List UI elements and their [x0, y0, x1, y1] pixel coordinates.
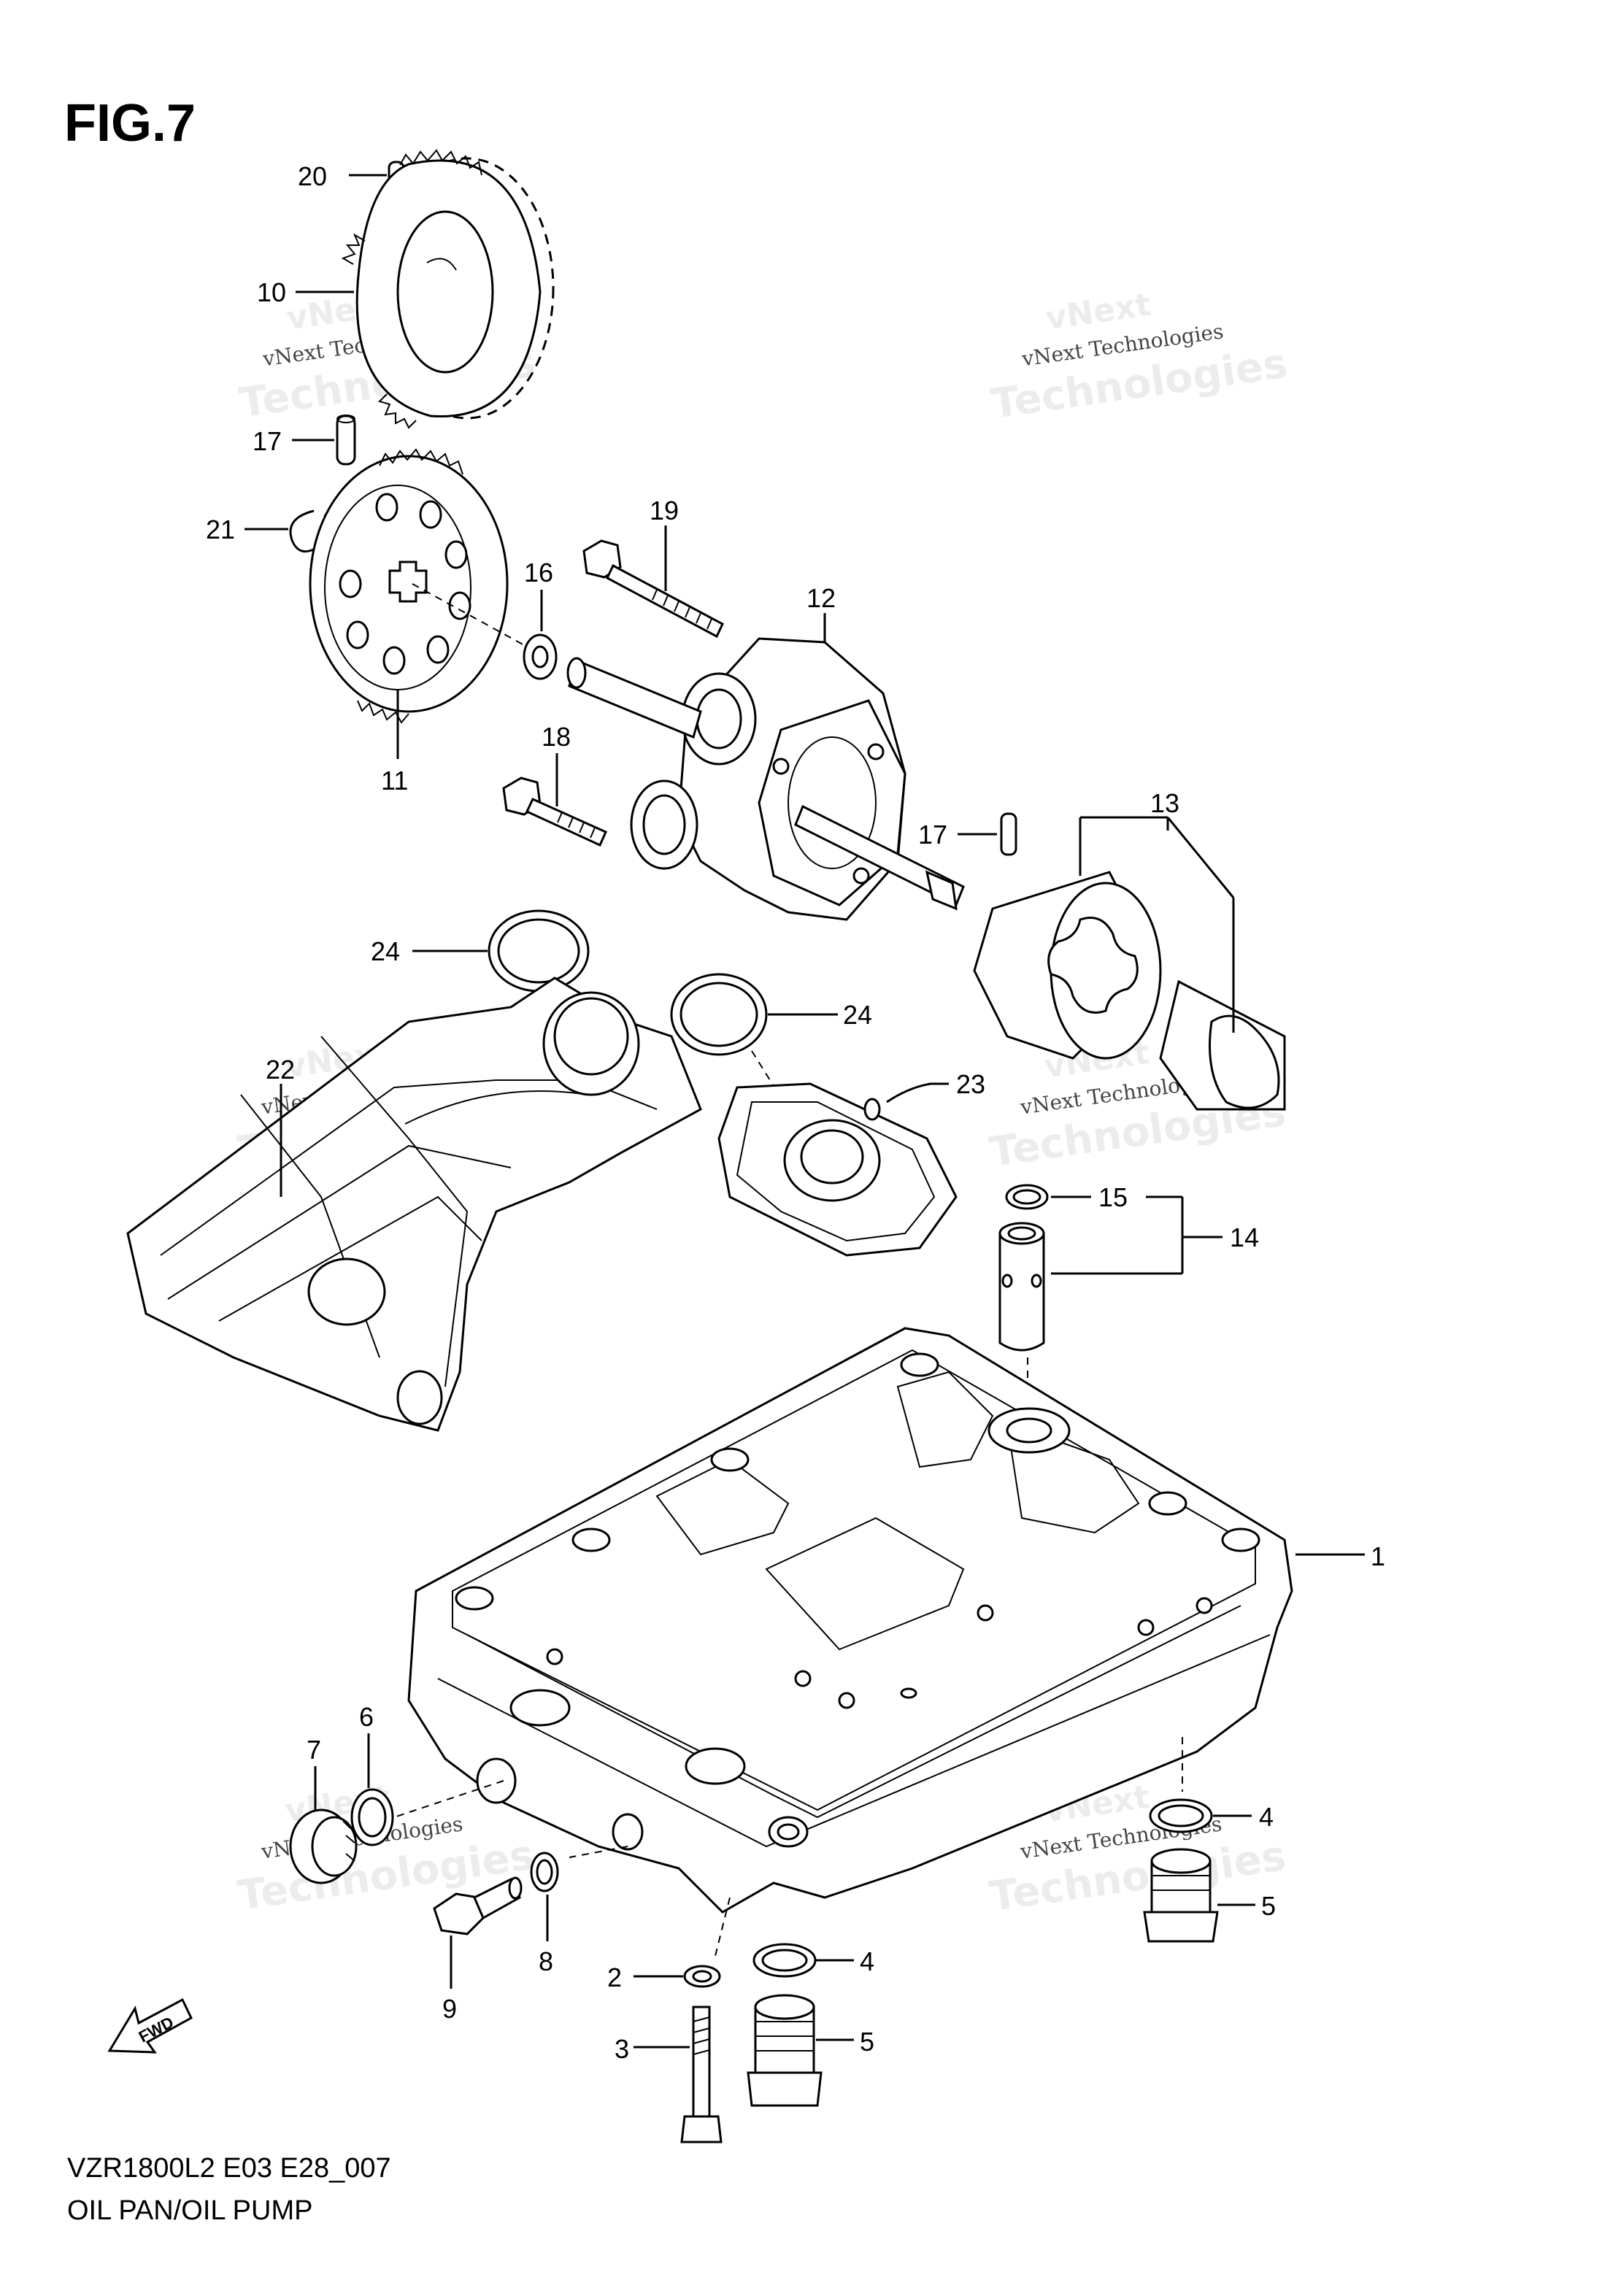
part-16-washer [523, 590, 558, 680]
callout-14: 14 [1230, 1222, 1259, 1252]
callout-9: 9 [442, 1994, 457, 2024]
part-17-pin-top [292, 415, 356, 466]
model-code: VZR1800L2 E03 E28_007 [67, 2153, 391, 2184]
fwd-arrow-icon: FWD [107, 1998, 193, 2054]
callout-22: 22 [266, 1055, 295, 1085]
callout-17-right: 17 [918, 820, 947, 850]
watermark-line1: vNext [1044, 286, 1153, 338]
callout-21: 21 [206, 515, 235, 544]
figure-title: FIG.7 [64, 94, 196, 153]
part-18-bolt [502, 753, 607, 847]
callout-11: 11 [381, 766, 408, 795]
callout-24-left: 24 [371, 936, 400, 966]
callout-16: 16 [524, 558, 553, 588]
part-14-pipe [998, 1195, 1223, 1452]
callout-12: 12 [806, 583, 836, 613]
part-2-washer [634, 1965, 721, 1988]
part-10-driven-gear [296, 149, 555, 429]
callout-23: 23 [956, 1069, 985, 1099]
part-11-drive-gear [309, 448, 526, 759]
part-24-o-ring-right [670, 973, 838, 1110]
part-19-bolt-long [582, 525, 724, 639]
callout-3: 3 [615, 2034, 629, 2064]
part-23-oil-strainer [717, 1082, 958, 1257]
part-9-drain-bolt [433, 1876, 523, 1989]
callout-17-top: 17 [253, 426, 282, 456]
callout-24-right: 24 [843, 1000, 872, 1030]
part-8-gasket [530, 1852, 559, 1941]
part-17-pin-right [958, 812, 1017, 856]
part-6-washer [350, 1733, 394, 1846]
callout-2: 2 [607, 1962, 622, 1992]
callout-7: 7 [307, 1735, 321, 1765]
part-5-plug-bottom [747, 1994, 854, 2107]
part-24-o-ring-left [412, 909, 590, 993]
watermark-top-right: vNext vNext Technologies Technologies [988, 286, 1290, 428]
callout-20: 20 [298, 161, 327, 191]
part-4-gasket-bottom [752, 1943, 854, 1978]
part-13-rotor-set [973, 816, 1286, 1111]
part-3-bolt [634, 2006, 723, 2143]
callout-13: 13 [1150, 788, 1179, 818]
callout-8: 8 [539, 1946, 553, 1976]
callout-6: 6 [359, 1702, 374, 1732]
callout-1: 1 [1371, 1541, 1385, 1571]
callout-4-right: 4 [1259, 1802, 1274, 1832]
part-7-plug [289, 1766, 358, 1884]
part-22-baffle-plate [126, 976, 702, 1432]
callout-4-bottom: 4 [860, 1946, 874, 1976]
part-4-gasket-right [1149, 1798, 1252, 1833]
part-1-oil-pan [393, 1327, 1365, 1957]
callout-19: 19 [650, 496, 679, 525]
part-15-o-ring-small [1005, 1184, 1091, 1210]
callout-5-bottom: 5 [860, 2027, 874, 2057]
callout-10: 10 [257, 277, 286, 307]
callout-15: 15 [1098, 1182, 1128, 1212]
part-12-oil-pump [566, 613, 965, 921]
callout-18: 18 [542, 722, 571, 752]
part-5-plug-right [1143, 1848, 1255, 1943]
callout-5-right: 5 [1261, 1891, 1276, 1921]
figure-caption: OIL PAN/OIL PUMP [67, 2195, 313, 2226]
